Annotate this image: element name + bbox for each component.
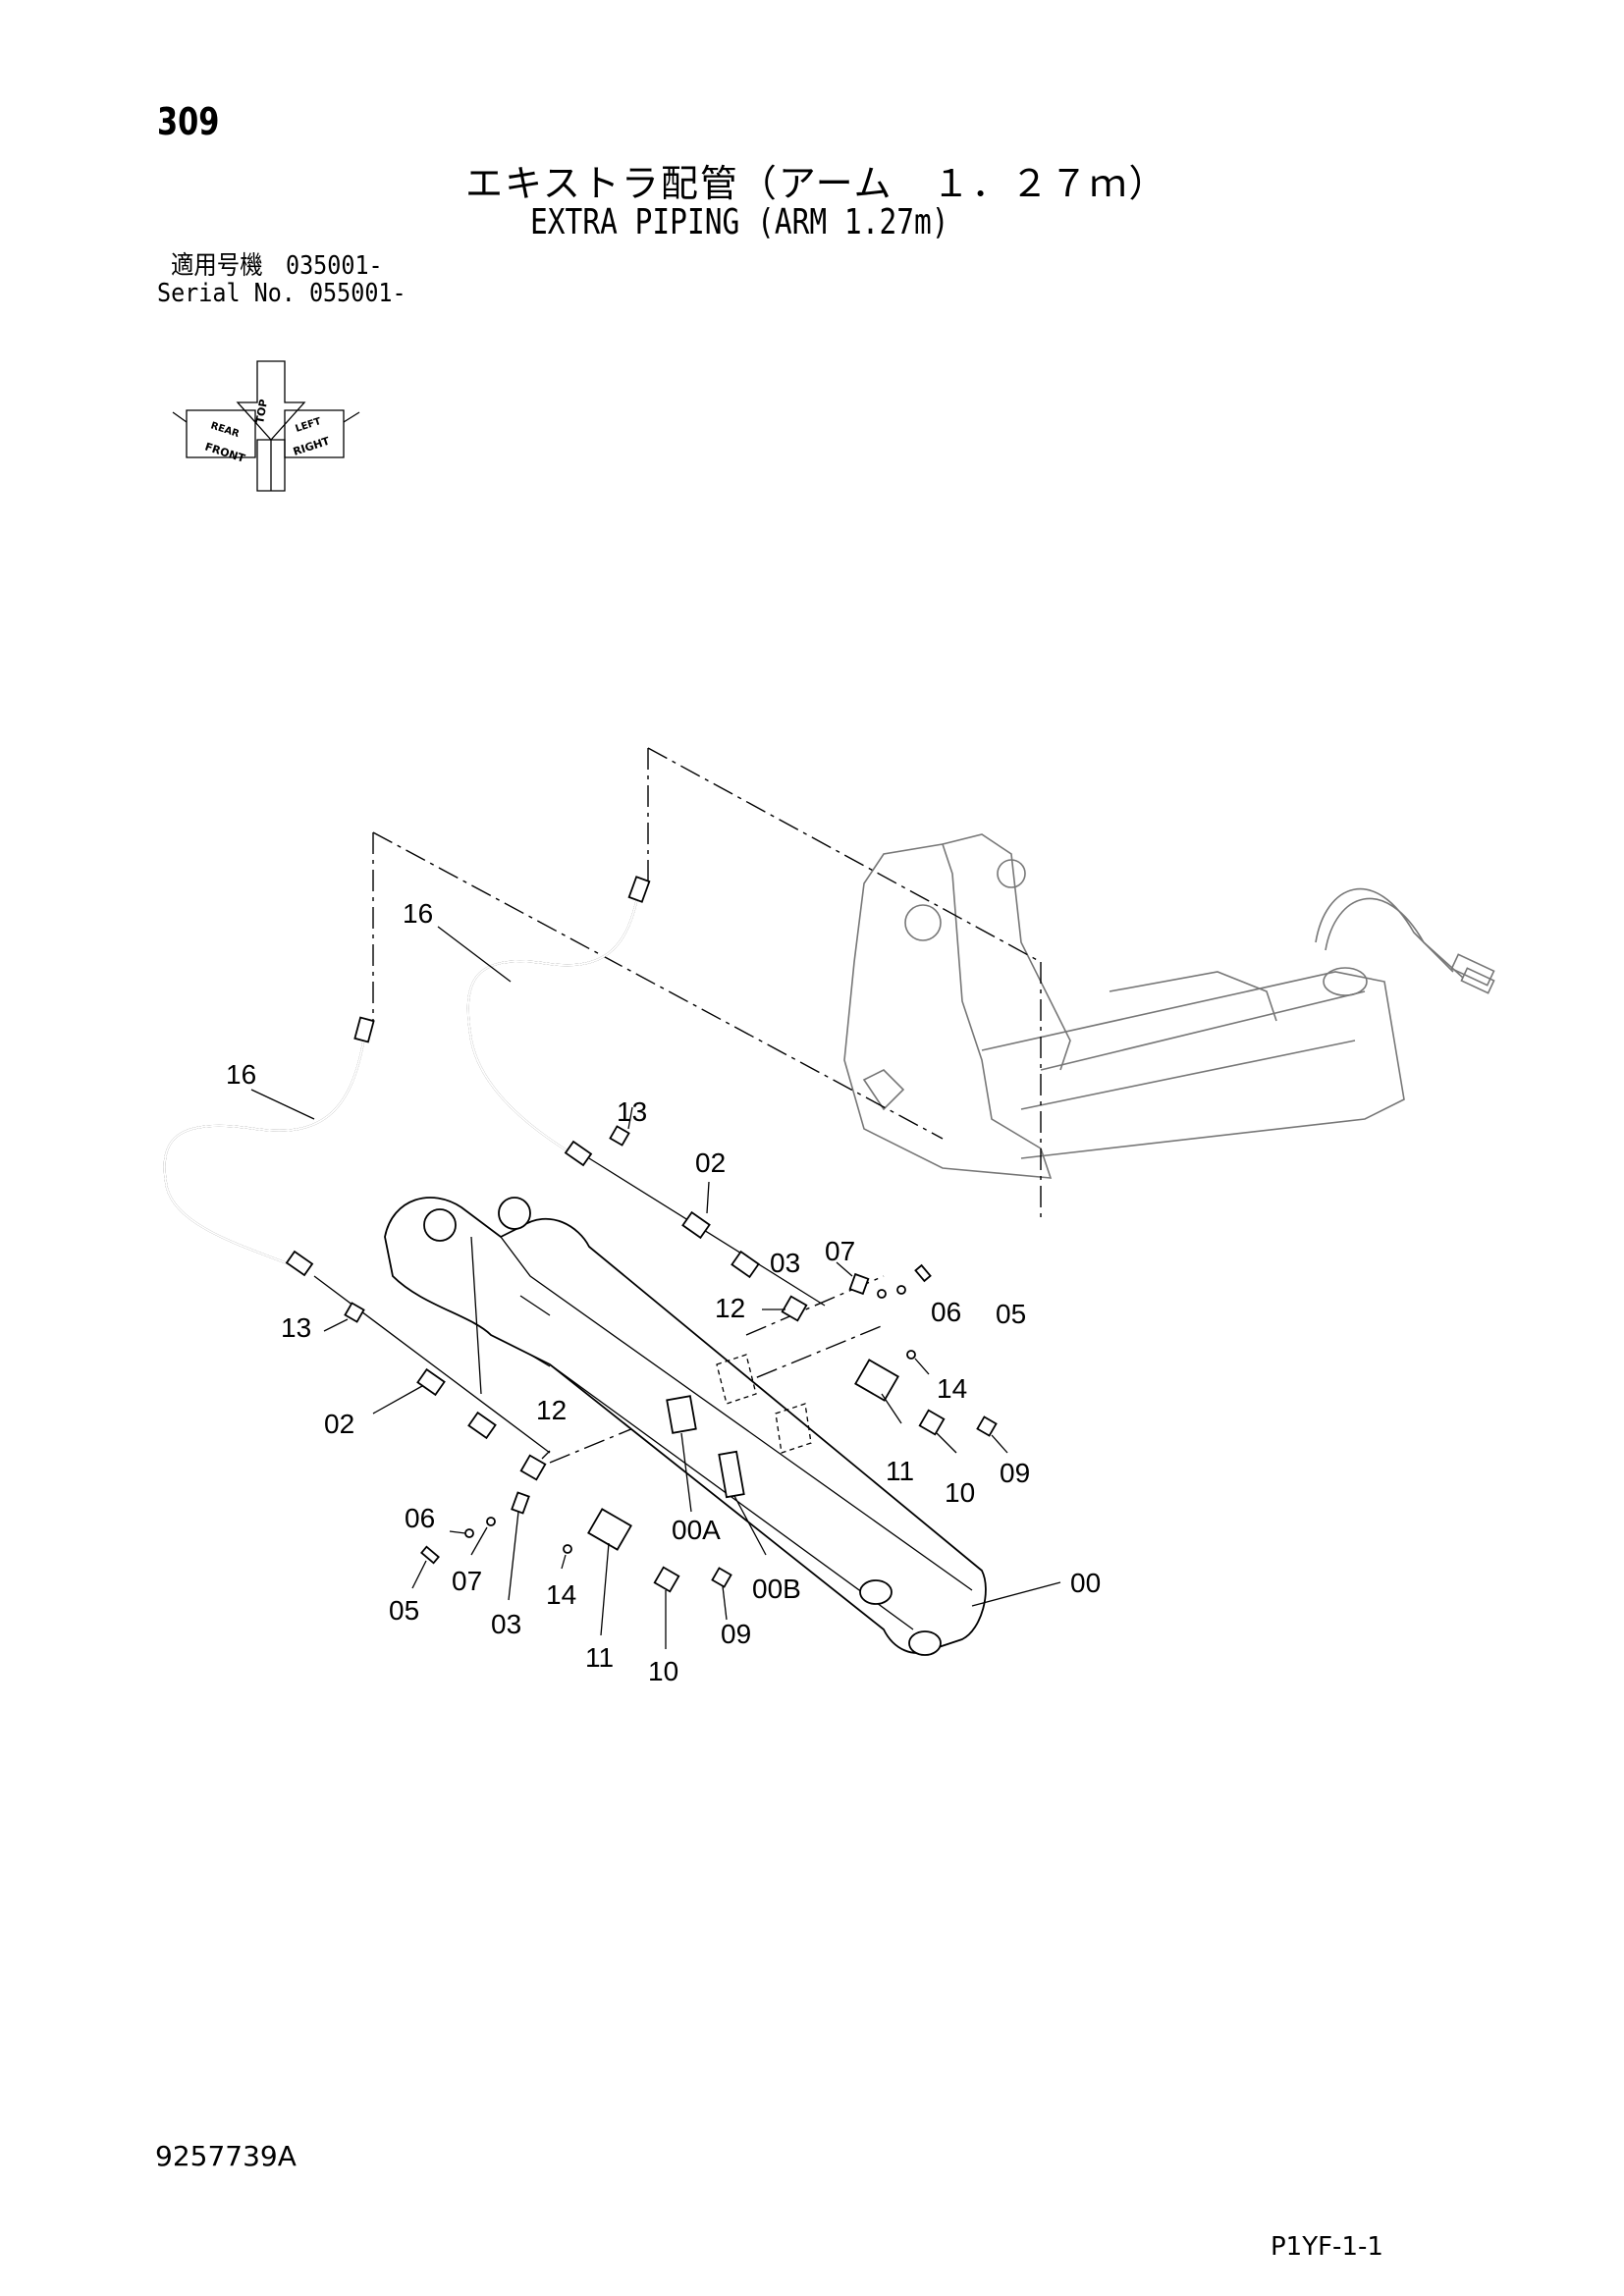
callout-02-upper: 02: [695, 1148, 726, 1178]
orientation-left-label: LEFT: [295, 416, 323, 435]
clamp-03-left: [511, 1491, 530, 1515]
callout-06-upper: 06: [931, 1297, 961, 1327]
callout-02-left: 02: [324, 1409, 354, 1439]
callout-16-upper: 16: [403, 898, 433, 929]
cap-09-left: [711, 1567, 732, 1588]
callout-14-right: 14: [937, 1373, 967, 1404]
bolt-14-right: [906, 1350, 916, 1360]
callout-00B: 00B: [752, 1574, 801, 1604]
serial-range-japanese: 適用号機 035001-: [171, 251, 383, 281]
callout-11-right: 11: [886, 1456, 914, 1486]
callout-05-left: 05: [389, 1595, 419, 1626]
orientation-rear-label: REAR: [209, 420, 241, 440]
document-number: 9257739A: [155, 2140, 297, 2172]
hose-16-lower: [163, 1016, 375, 1277]
callout-12-upper: 12: [715, 1293, 745, 1323]
bolt-14-left: [563, 1544, 572, 1554]
callout-09-right: 09: [1000, 1458, 1030, 1488]
page-code: P1YF-1-1: [1271, 2232, 1383, 2262]
small-parts: [313, 1125, 998, 1593]
callout-10-left: 10: [648, 1656, 678, 1686]
callout-03-left: 03: [491, 1609, 521, 1639]
callout-12-left: 12: [536, 1395, 567, 1425]
callout-05-upper: 05: [996, 1299, 1026, 1329]
callout-13-left: 13: [281, 1312, 311, 1343]
hose-16-upper: [466, 876, 651, 1167]
pipe-02-left-a: [416, 1367, 446, 1397]
orientation-icon: TOP FRONT RIGHT REAR LEFT: [172, 360, 360, 492]
fitting-10-left: [653, 1566, 680, 1593]
washer-06-left: [464, 1528, 474, 1538]
cap-09-right: [976, 1415, 998, 1437]
adapter-13-left: [344, 1302, 365, 1323]
adapter-12-top: [781, 1295, 808, 1322]
page-number: 309: [157, 100, 220, 143]
callout-00A: 00A: [672, 1515, 721, 1545]
pipe-02-top-b: [731, 1250, 760, 1279]
callout-16-lower: 16: [226, 1059, 256, 1090]
callout-07-upper: 07: [825, 1236, 855, 1266]
washer-07-top: [877, 1289, 887, 1299]
adapter-13-top: [609, 1125, 630, 1147]
adapter-12-left: [519, 1454, 547, 1481]
callout-03-upper: 03: [770, 1248, 800, 1278]
callout-10-right: 10: [945, 1477, 975, 1508]
orientation-right-label: RIGHT: [292, 435, 332, 458]
washer-06-top: [896, 1285, 906, 1295]
title-japanese: エキストラ配管（アーム １．２７ｍ）: [465, 162, 1168, 205]
bolt-05-left: [420, 1545, 440, 1565]
callout-06-left: 06: [405, 1503, 435, 1533]
leader-lines: [250, 926, 1061, 1649]
washer-07-left: [486, 1517, 496, 1526]
pipe-02-left-b: [467, 1411, 497, 1440]
plate-00B: [718, 1450, 745, 1499]
title-english: EXTRA PIPING (ARM 1.27m): [530, 202, 949, 242]
callout-00: 00: [1070, 1568, 1101, 1598]
boom-context-drawing: [843, 833, 1495, 1179]
block-11-right: [854, 1359, 899, 1402]
pipe-02-top-a: [681, 1210, 711, 1240]
orientation-front-label: FRONT: [203, 440, 246, 465]
callout-13-upper: 13: [617, 1096, 647, 1127]
clamp-03-top: [848, 1272, 870, 1296]
plate-00A: [666, 1395, 697, 1434]
callout-07-left: 07: [452, 1566, 482, 1596]
callout-14-left: 14: [546, 1579, 576, 1610]
bolt-05-top: [914, 1263, 932, 1283]
callout-11-left: 11: [585, 1642, 614, 1673]
callout-09-left: 09: [721, 1619, 751, 1649]
block-11-left: [587, 1508, 632, 1551]
serial-range-english: Serial No. 055001-: [157, 279, 406, 308]
callout-labels: 16 16 13 02 07 03 12 06 05 13 02 12 14 1…: [226, 898, 1101, 1686]
fitting-10-right: [918, 1409, 946, 1436]
orientation-top-label: TOP: [253, 399, 270, 425]
